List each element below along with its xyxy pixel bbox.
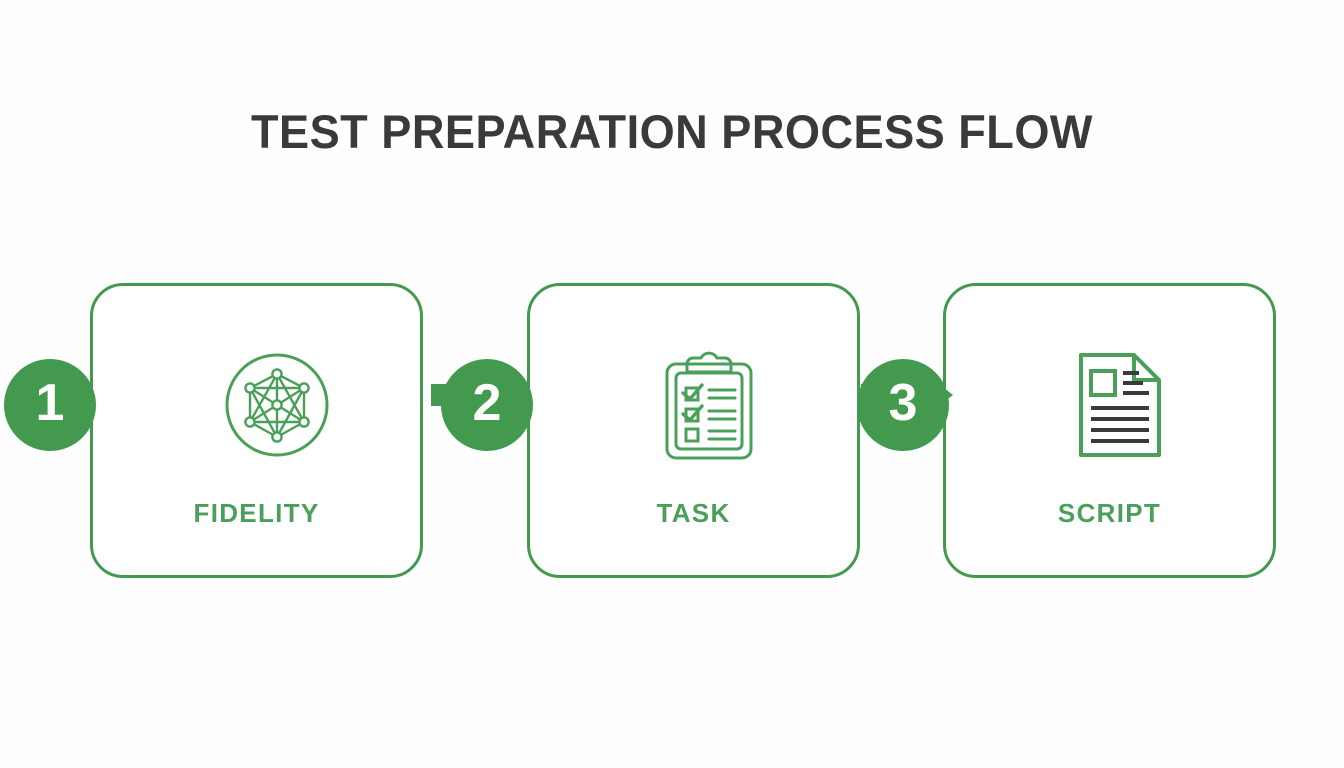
step-label-2: TASK (656, 498, 731, 528)
step-label-3: SCRIPT (1057, 498, 1162, 528)
step-number-badge-3[interactable]: 3 (857, 359, 949, 451)
step-number-3: 3 (888, 374, 918, 432)
network-nodes-circle-icon (217, 345, 337, 465)
step-number-1: 1 (35, 374, 65, 432)
document-page-icon (1060, 345, 1180, 465)
step-number-badge-2[interactable]: 2 (441, 359, 533, 451)
page-title: TEST PREPARATION PROCESS FLOW (250, 105, 1093, 158)
clipboard-checklist-icon (649, 345, 769, 465)
step-number-2: 2 (472, 374, 502, 432)
process-flow-row: FIDELITY 1 (0, 283, 1344, 581)
step-card-1[interactable] (90, 283, 423, 578)
step-label-1: FIDELITY (193, 498, 320, 528)
step-number-badge-1[interactable]: 1 (4, 359, 96, 451)
